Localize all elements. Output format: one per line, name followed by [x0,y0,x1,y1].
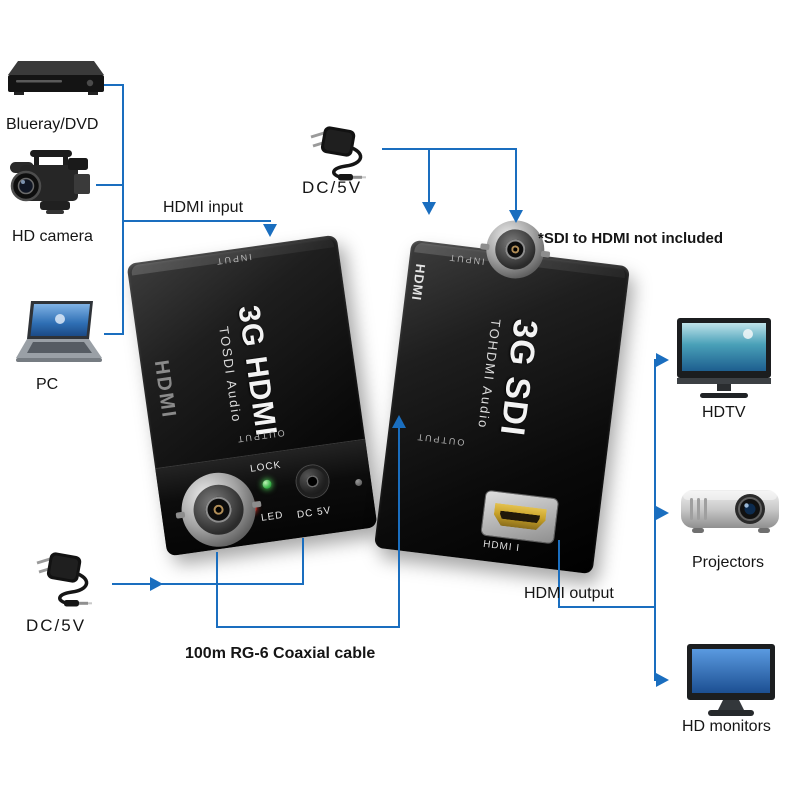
camera-connector-line [96,184,123,186]
blueray-player-icon [8,61,104,95]
hd-camera-icon [10,150,90,214]
hdmi-port-slot [499,511,540,524]
monitor-arrow-right-icon [656,673,669,687]
hdmi-output-port [481,490,559,544]
dc-top-line-v1 [428,148,430,204]
hdmi-input-label: HDMI input [163,199,244,216]
hdmi-input-arrow-down-icon [263,224,277,237]
sink-bus-line [654,359,656,681]
hdmi-output-line-h [558,606,656,608]
dc-jack-hole [306,474,320,488]
hdmi-output-label: HDMI output [524,585,614,602]
converter1-input-label: INPUT [214,251,253,267]
bnc-input-connector [480,217,551,282]
converter2-hdmi-logo: HDMI [408,263,429,302]
dc-bottom-line-h [112,583,304,585]
blueray-connector-line [104,84,123,86]
hdtv-icon [677,318,771,398]
projector-icon [681,490,779,533]
dc-power-jack [294,463,331,500]
pc-connector-line [104,333,123,335]
coax-line-v1 [216,552,218,628]
sdi-to-hdmi-converter: INPUT HDMI 3G SDI TOHDMI Audio OUTPUT HD… [373,217,631,575]
hdtv-arrow-right-icon [656,353,669,367]
hd-monitor-icon [687,644,775,716]
dc-jack-line-v [302,538,304,584]
converter2-branding: 3G SDI TOHDMI Audio [455,280,565,473]
coax-cable-label: 100m RG-6 Coaxial cable [185,645,376,662]
panel-screw [354,478,363,487]
bnc-lug [251,500,262,509]
pc-laptop-icon [16,301,102,362]
blueray-label: Blueray/DVD [6,116,99,133]
hdmi-port-gold [493,503,547,531]
hdmi-to-sdi-converter: INPUT HDMI 3G HDMI TOSDI Audio OUTPUT LO… [126,234,378,557]
dc-top-label: DC/5V [302,178,363,197]
projectors-label: Projectors [692,554,765,571]
hdmi-port-label: HDMI I [482,538,521,555]
led-label: LED [260,509,285,524]
bnc-lug [540,250,551,258]
projector-arrow-right-icon [656,506,669,520]
coax-line-h [216,626,400,628]
dc-bottom-label: DC/5V [26,616,87,635]
converter1-hdmi-logo: HDMI [149,358,180,421]
green-led [261,479,273,490]
hd-camera-label: HD camera [12,228,93,245]
bnc-output-connector [175,467,262,552]
dc-5v-label: DC 5V [296,505,333,521]
dc-bottom-arrow-right-icon [150,577,163,591]
converter2-input-label: INPUT [447,252,486,267]
dc-adapter-bottom-icon [36,552,92,607]
hd-monitors-label: HD monitors [682,718,771,735]
pc-label: PC [36,376,59,393]
source-bus-line [122,84,124,335]
sdi-note-label: *SDI to HDMI not included [538,230,723,247]
coax-arrow-up-icon [392,415,406,428]
hdmi-output-line-v [558,540,560,608]
dc-top-line-h [382,148,517,150]
bnc-lug [480,242,490,250]
bnc-lug [175,511,186,519]
sdi-input-arrow-down-icon [509,210,523,223]
converter1-front-panel: LOCK LED DC 5V [155,438,378,557]
lock-label: LOCK [249,459,282,475]
coax-line-v2 [398,428,400,628]
dc-top-arrow-down-icon [422,202,436,215]
dc-adapter-top-icon [310,126,366,181]
hdtv-label: HDTV [702,404,746,421]
sdi-input-line-v [515,148,517,212]
hdmi-input-line [122,220,271,222]
